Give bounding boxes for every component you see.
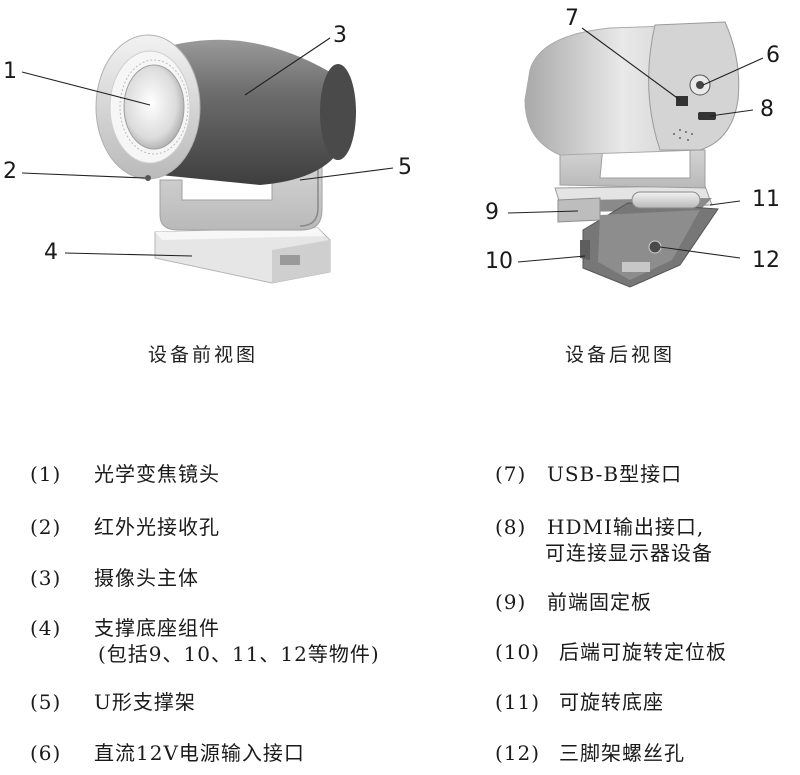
legend-text: HDMI输出接口,	[547, 515, 705, 539]
front-view-caption: 设备前视图	[148, 344, 259, 366]
support-base	[154, 227, 331, 284]
back-leader-lines	[507, 27, 764, 263]
legend-subtext: (包括9、10、11、12等物件)	[98, 642, 380, 666]
legend-item: (2) 红外光接收孔	[30, 511, 220, 540]
legend-index: (8)	[495, 515, 527, 539]
rotating-base	[554, 185, 719, 288]
zoom-lens	[95, 34, 201, 180]
legend-index: (12)	[495, 741, 541, 765]
legend-item: (12) 三脚架螺丝孔	[495, 737, 685, 766]
callout-1: 1	[3, 59, 17, 84]
legend-index: (7)	[495, 462, 527, 486]
legend-index: (9)	[495, 590, 527, 614]
callout-10: 10	[485, 249, 513, 274]
legend-item: (8) HDMI输出接口,	[495, 511, 704, 540]
legend-index: (5)	[30, 690, 62, 714]
back-view	[507, 21, 764, 288]
legend-item: (9) 前端固定板	[495, 586, 652, 615]
legend-item: (4) 支撑底座组件	[30, 612, 220, 641]
legend-item: (1) 光学变焦镜头	[30, 458, 220, 487]
legend-text: USB-B型接口	[547, 462, 683, 486]
legend-text: 光学变焦镜头	[94, 462, 220, 486]
usb-b-port-icon	[676, 96, 688, 106]
legend-item: (10) 后端可旋转定位板	[495, 636, 727, 665]
legend-index: (4)	[30, 616, 62, 640]
camera-body	[150, 39, 356, 185]
callout-4: 4	[44, 240, 58, 265]
legend-text: 直流12V电源输入接口	[94, 741, 305, 765]
front-view	[21, 34, 394, 284]
back-camera-body	[524, 21, 740, 156]
callout-5: 5	[398, 155, 412, 180]
legend-text: 可旋转底座	[559, 690, 664, 714]
legend-text: 前端固定板	[547, 590, 652, 614]
hdmi-port-icon	[698, 112, 716, 120]
callout-2: 2	[3, 159, 17, 184]
callout-8: 8	[760, 97, 774, 122]
ir-receiver-icon	[145, 175, 151, 181]
callout-6: 6	[766, 43, 780, 68]
legend-index: (10)	[495, 640, 541, 664]
legend-text: 后端可旋转定位板	[559, 640, 727, 664]
legend-subtext: 可连接显示器设备	[545, 541, 713, 565]
legend-text: U形支撑架	[94, 690, 196, 714]
legend-item: (5) U形支撑架	[30, 686, 196, 715]
legend-text: 摄像头主体	[94, 566, 199, 590]
front-leader-lines	[21, 37, 394, 257]
legend-index: (1)	[30, 462, 62, 486]
legend-text: 红外光接收孔	[94, 515, 220, 539]
tripod-hole-icon	[648, 240, 662, 254]
legend-index: (2)	[30, 515, 62, 539]
back-view-caption: 设备后视图	[565, 344, 676, 366]
legend-item: (6) 直流12V电源输入接口	[30, 737, 305, 766]
legend-text: 支撑底座组件	[94, 616, 220, 640]
legend-item: (7) USB-B型接口	[495, 458, 682, 487]
legend-index: (3)	[30, 566, 62, 590]
legend-text: 三脚架螺丝孔	[559, 741, 685, 765]
legend-item: (3) 摄像头主体	[30, 562, 199, 591]
callout-3: 3	[333, 23, 347, 48]
legend-index: (6)	[30, 741, 62, 765]
callout-7: 7	[565, 6, 579, 31]
dc-power-port-icon	[696, 81, 704, 89]
callout-9: 9	[485, 200, 499, 225]
callout-11: 11	[752, 187, 780, 212]
callout-12: 12	[752, 248, 780, 273]
legend-item: (11) 可旋转底座	[495, 686, 664, 715]
legend-index: (11)	[495, 690, 541, 714]
device-illustration	[21, 21, 764, 288]
